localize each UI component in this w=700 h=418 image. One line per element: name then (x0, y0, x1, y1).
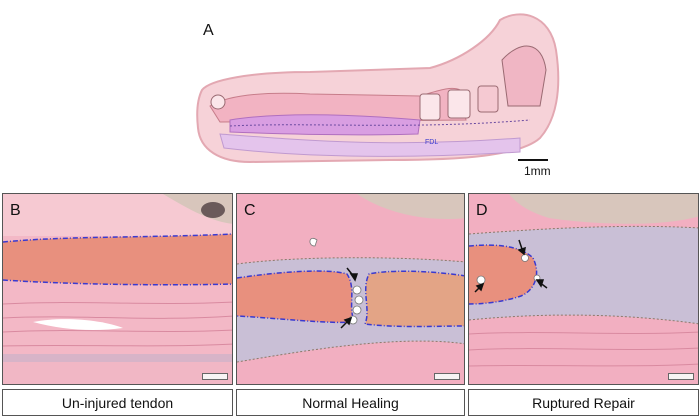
scar-tissue (469, 226, 698, 324)
tendon-band (229, 114, 421, 136)
overview-section-image: FDL (190, 10, 570, 175)
panel-b-scale-box (202, 373, 228, 380)
panel-c-micrograph: C (236, 193, 465, 385)
panel-b-caption: Un-injured tendon (2, 389, 233, 416)
panel-d-micrograph: D (468, 193, 699, 385)
ruptured-stump (469, 245, 537, 304)
dorsal-tissue (209, 87, 467, 123)
panel-b-micrograph: B (2, 193, 233, 385)
bone-3 (477, 85, 499, 113)
tendon-stump-left (237, 271, 355, 323)
distal-phalanx (501, 45, 547, 107)
proximal-bone (210, 94, 226, 110)
tendon-stump-right (365, 271, 464, 327)
fdl-label: FDL (425, 139, 438, 146)
bone-2 (447, 89, 471, 119)
panel-b-letter: B (10, 202, 21, 219)
panel-c-caption: Normal Healing (236, 389, 465, 416)
bone-1 (419, 93, 441, 121)
panel-d-scale-box (668, 373, 694, 380)
fdl-path (229, 119, 531, 127)
panel-d-caption: Ruptured Repair (468, 389, 699, 416)
panel-a-letter: A (203, 22, 214, 39)
panel-d-letter: D (476, 202, 488, 219)
tendon (3, 234, 232, 285)
panel-c-scale-box (434, 373, 460, 380)
panel-c-letter: C (244, 202, 256, 219)
scale-bar-label: 1mm (524, 164, 551, 178)
ventral-tissue (219, 133, 521, 157)
